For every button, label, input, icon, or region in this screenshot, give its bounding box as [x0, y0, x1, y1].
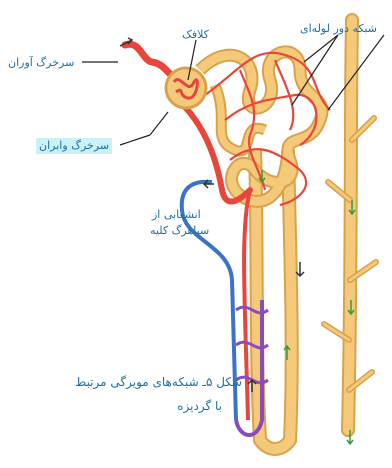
- figure-caption-line2: با گردیزه: [177, 396, 222, 416]
- label-glomerulus: کلافک: [182, 28, 209, 42]
- label-renal-vein-branch-line1: انشعابی از: [152, 208, 201, 222]
- label-renal-vein-branch-line2: سیاهرگ کلیه: [150, 224, 209, 238]
- filtrate-arrows: [259, 170, 355, 444]
- label-peritubular-network: شبکه دور لوله‌ای: [300, 22, 377, 36]
- label-efferent-arteriole: سرخرگ وابران: [36, 138, 112, 154]
- figure-caption-line1: شکل ۵ـ شبکه‌های مویرگی مرتبط: [75, 372, 242, 392]
- label-afferent-arteriole: سرخرگ آوران: [8, 56, 74, 70]
- glomerulus: [166, 68, 206, 108]
